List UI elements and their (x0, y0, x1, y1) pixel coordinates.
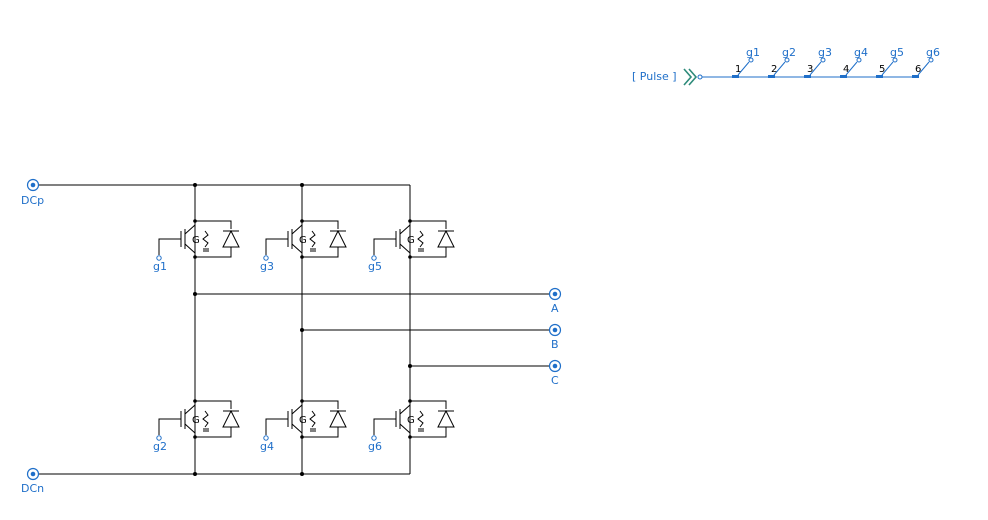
pulse-tap-g6[interactable]: 6 g6 (912, 46, 940, 78)
port-dcp-label: DCp (21, 194, 44, 207)
igbt-g4[interactable]: g4 G (260, 399, 347, 453)
port-dcn-label: DCn (21, 482, 44, 495)
igbt-g3[interactable]: g3 G (260, 219, 347, 273)
pulse-tap-index: 3 (807, 64, 813, 75)
pulse-tap-g3[interactable]: 3 g3 (804, 46, 832, 78)
device-g-label: G (407, 415, 415, 426)
pulse-label: [ Pulse ] (632, 70, 677, 83)
pulse-tap-index: 4 (843, 64, 849, 75)
igbt-g6[interactable]: g6 G (368, 399, 455, 453)
pulse-tap-g5[interactable]: 5 g5 (876, 46, 904, 78)
pulse-tap-index: 2 (771, 64, 777, 75)
port-c[interactable]: C (548, 359, 562, 388)
port-a-label: A (551, 302, 559, 315)
pulse-tap-name: g4 (854, 46, 868, 59)
gate-label-g4: g4 (260, 440, 274, 453)
gate-label-g1: g1 (153, 260, 167, 273)
port-b[interactable]: B (548, 323, 562, 352)
igbt-g2[interactable]: g2 G (153, 399, 240, 453)
pulse-taps: 1 g1 2 g2 3 g3 4 g4 5 g5 6 g6 (732, 46, 940, 78)
device-g-label: G (192, 415, 200, 426)
port-dcn[interactable]: DCn (21, 467, 44, 496)
port-dcp[interactable]: DCp (21, 178, 44, 208)
port-b-label: B (551, 338, 559, 351)
device-g-label: G (299, 235, 307, 246)
device-g-label: G (192, 235, 200, 246)
pulse-tap-index: 1 (735, 64, 741, 75)
device-g-label: G (407, 235, 415, 246)
wiring (38, 183, 550, 476)
gate-label-g6: g6 (368, 440, 382, 453)
pulse-tap-g2[interactable]: 2 g2 (768, 46, 796, 78)
pulse-tap-name: g1 (746, 46, 760, 59)
device-g-label: G (299, 415, 307, 426)
gate-label-g3: g3 (260, 260, 274, 273)
pulse-tap-name: g5 (890, 46, 904, 59)
igbt-g5[interactable]: g5 G (368, 219, 455, 273)
pulse-tap-name: g2 (782, 46, 796, 59)
pulse-tap-index: 5 (879, 64, 885, 75)
gate-label-g5: g5 (368, 260, 382, 273)
gate-label-g2: g2 (153, 440, 167, 453)
port-c-label: C (551, 374, 559, 387)
port-a[interactable]: A (548, 287, 562, 316)
igbt-g1[interactable]: g1 G (153, 219, 240, 273)
goto-chevron-icon (683, 68, 698, 86)
pulse-tap-name: g6 (926, 46, 940, 59)
pulse-tap-g4[interactable]: 4 g4 (840, 46, 868, 78)
pulse-tap-name: g3 (818, 46, 832, 59)
pulse-tap-g1[interactable]: 1 g1 (732, 46, 760, 78)
pulse-connector[interactable]: [ Pulse ] 1 g1 2 g2 3 g3 4 g4 5 g5 6 g6 (632, 46, 940, 86)
pulse-tap-index: 6 (915, 64, 921, 75)
